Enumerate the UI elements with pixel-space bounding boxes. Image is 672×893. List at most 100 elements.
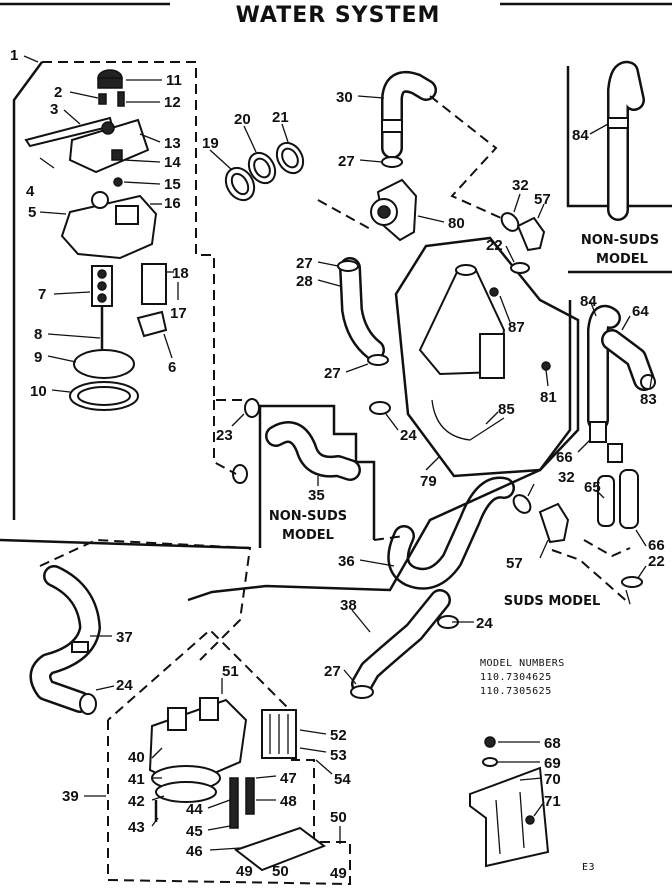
suds-dashed-elbow [551,549,631,605]
leader-1 [23,55,39,63]
label-27-d: 27 [324,663,341,680]
label-6: 6 [168,359,176,376]
label-57-a: 57 [534,191,551,208]
drain-hose-assembly [187,468,631,699]
leader-80 [417,215,445,223]
leader-83 [649,375,653,389]
label-40: 40 [128,749,145,766]
part-45-spring [229,777,239,829]
leader-70 [519,777,543,781]
part-12-pin [117,91,125,107]
suds-model-tag: SUDS MODEL [504,594,601,609]
part-11-body [97,77,123,89]
label-23: 23 [216,427,233,444]
non-suds-top-panel [566,60,672,274]
label-68: 68 [544,735,561,752]
pump-outlet-port [115,205,139,225]
leader-2 [69,91,99,99]
part-87-screw [489,287,499,297]
label-65: 65 [584,479,601,496]
leader-30 [357,95,385,99]
non-suds-top-divider [566,66,672,208]
part-13-bracket [68,118,150,174]
label-3: 3 [50,101,58,118]
dashed-23 [213,400,237,475]
left-leaders [23,55,179,393]
part-71-screw [525,815,535,825]
part-9-impeller [73,349,135,379]
elbow-57-b [538,502,570,544]
label-27-a: 27 [338,153,355,170]
leader-20 [243,125,257,153]
non-suds-mid-tag-line-1: NON-SUDS [269,509,347,524]
label-42: 42 [128,793,145,810]
label-48: 48 [280,793,297,810]
washer-27-c [367,354,389,366]
part-18-valve [141,263,167,305]
label-38: 38 [340,597,357,614]
fill-hose-assembly [317,70,511,431]
leader-79 [425,455,441,471]
suds-outline-left [539,300,572,471]
label-84-b: 84 [580,293,597,310]
suds-model-area [539,299,656,605]
dispenser-funnel-top [455,264,477,276]
ring-20-inner [253,157,271,179]
label-54: 54 [334,771,351,788]
label-4: 4 [26,183,35,200]
label-18: 18 [172,265,189,282]
part-46-bracket [233,826,327,872]
leader-10 [51,389,71,393]
label-24-a: 24 [400,427,417,444]
label-13: 13 [164,135,181,152]
label-11: 11 [166,72,182,89]
leader-27-b [317,261,339,267]
leader-32-b [527,483,535,497]
label-14: 14 [164,154,181,171]
leader-84-a [589,123,609,135]
assembly-1-bracket [12,61,44,520]
label-66-a: 66 [556,449,573,466]
washer-27-d [350,685,374,699]
leader-46 [209,847,241,851]
seal-kit-ring-3 [97,293,107,303]
part-6-clip [136,310,168,338]
label-27-b: 27 [296,255,313,272]
part-4-screw [39,157,55,169]
clamp-32-a [500,212,520,232]
leader-27-c [345,363,369,373]
label-28: 28 [296,273,313,290]
leader-36 [359,559,395,567]
dispenser-bracket [479,333,505,379]
model-numbers-heading: MODEL NUMBERS [480,658,565,669]
leader-suds-dash [625,589,631,605]
pump-housing [60,194,158,260]
leader-9 [47,355,77,363]
clamp-83 [640,374,656,390]
label-53: 53 [330,747,347,764]
leader-66-a [577,439,591,453]
leader-66-b [635,529,647,547]
leader-43 [151,817,159,827]
leader-15 [123,181,161,185]
label-50-a: 50 [330,809,347,826]
dispenser-outline [394,236,580,478]
leader-7 [53,291,91,295]
bracket-slot-2 [519,791,525,849]
part-68-screw [484,736,496,748]
leader-42 [151,795,165,801]
leader-71 [533,801,545,817]
model-number-1: 110.7304625 [480,672,552,683]
label-64: 64 [632,303,649,320]
label-1: 1 [10,47,18,64]
label-24-c: 24 [116,677,133,694]
mounting-bracket-assembly [469,736,550,868]
leader-52 [299,729,327,735]
part-48-spring [245,777,255,815]
label-20: 20 [234,111,251,128]
washer-27-a [381,156,403,168]
label-50-b: 50 [272,863,289,880]
hose-30-inner [383,73,435,157]
assembly-39-outline [107,628,351,886]
connector-32-57-top [500,193,546,274]
